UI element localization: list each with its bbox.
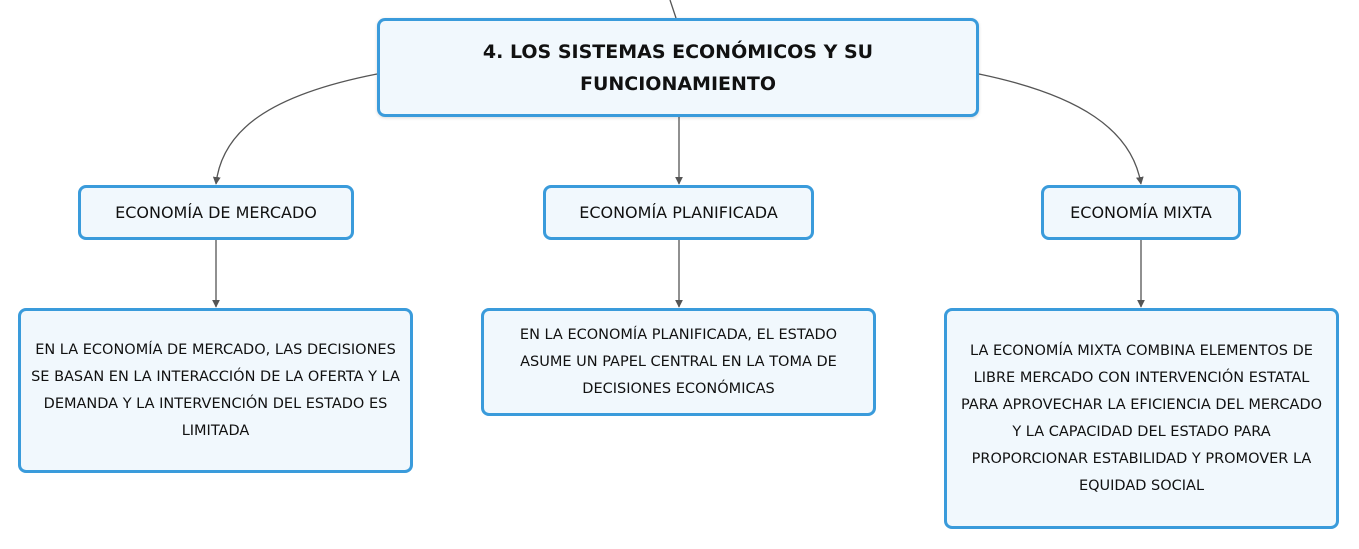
branch-label: ECONOMÍA DE MERCADO	[115, 203, 317, 222]
detail-node-economia-mixta[interactable]: LA ECONOMÍA MIXTA COMBINA ELEMENTOS DE L…	[944, 308, 1339, 529]
root-topic-label: 4. LOS SISTEMAS ECONÓMICOS Y SU FUNCIONA…	[482, 40, 874, 95]
branch-label: ECONOMÍA MIXTA	[1070, 203, 1212, 222]
branch-node-economia-de-mercado[interactable]: ECONOMÍA DE MERCADO	[78, 185, 354, 240]
root-topic-node[interactable]: 4. LOS SISTEMAS ECONÓMICOS Y SU FUNCIONA…	[377, 18, 979, 117]
detail-node-economia-de-mercado[interactable]: EN LA ECONOMÍA DE MERCADO, LAS DECISIONE…	[18, 308, 413, 473]
branch-node-economia-planificada[interactable]: ECONOMÍA PLANIFICADA	[543, 185, 814, 240]
branch-label: ECONOMÍA PLANIFICADA	[579, 203, 778, 222]
detail-node-economia-planificada[interactable]: EN LA ECONOMÍA PLANIFICADA, EL ESTADO AS…	[481, 308, 876, 416]
connector-root-to-mixta	[978, 73, 1144, 185]
branch-node-economia-mixta[interactable]: ECONOMÍA MIXTA	[1041, 185, 1241, 240]
connector-root-to-mercado	[212, 73, 378, 185]
detail-text: EN LA ECONOMÍA PLANIFICADA, EL ESTADO AS…	[519, 326, 838, 397]
detail-text: EN LA ECONOMÍA DE MERCADO, LAS DECISIONE…	[31, 341, 400, 439]
connector-parent-to-root	[669, 0, 677, 19]
detail-text: LA ECONOMÍA MIXTA COMBINA ELEMENTOS DE L…	[960, 342, 1323, 494]
